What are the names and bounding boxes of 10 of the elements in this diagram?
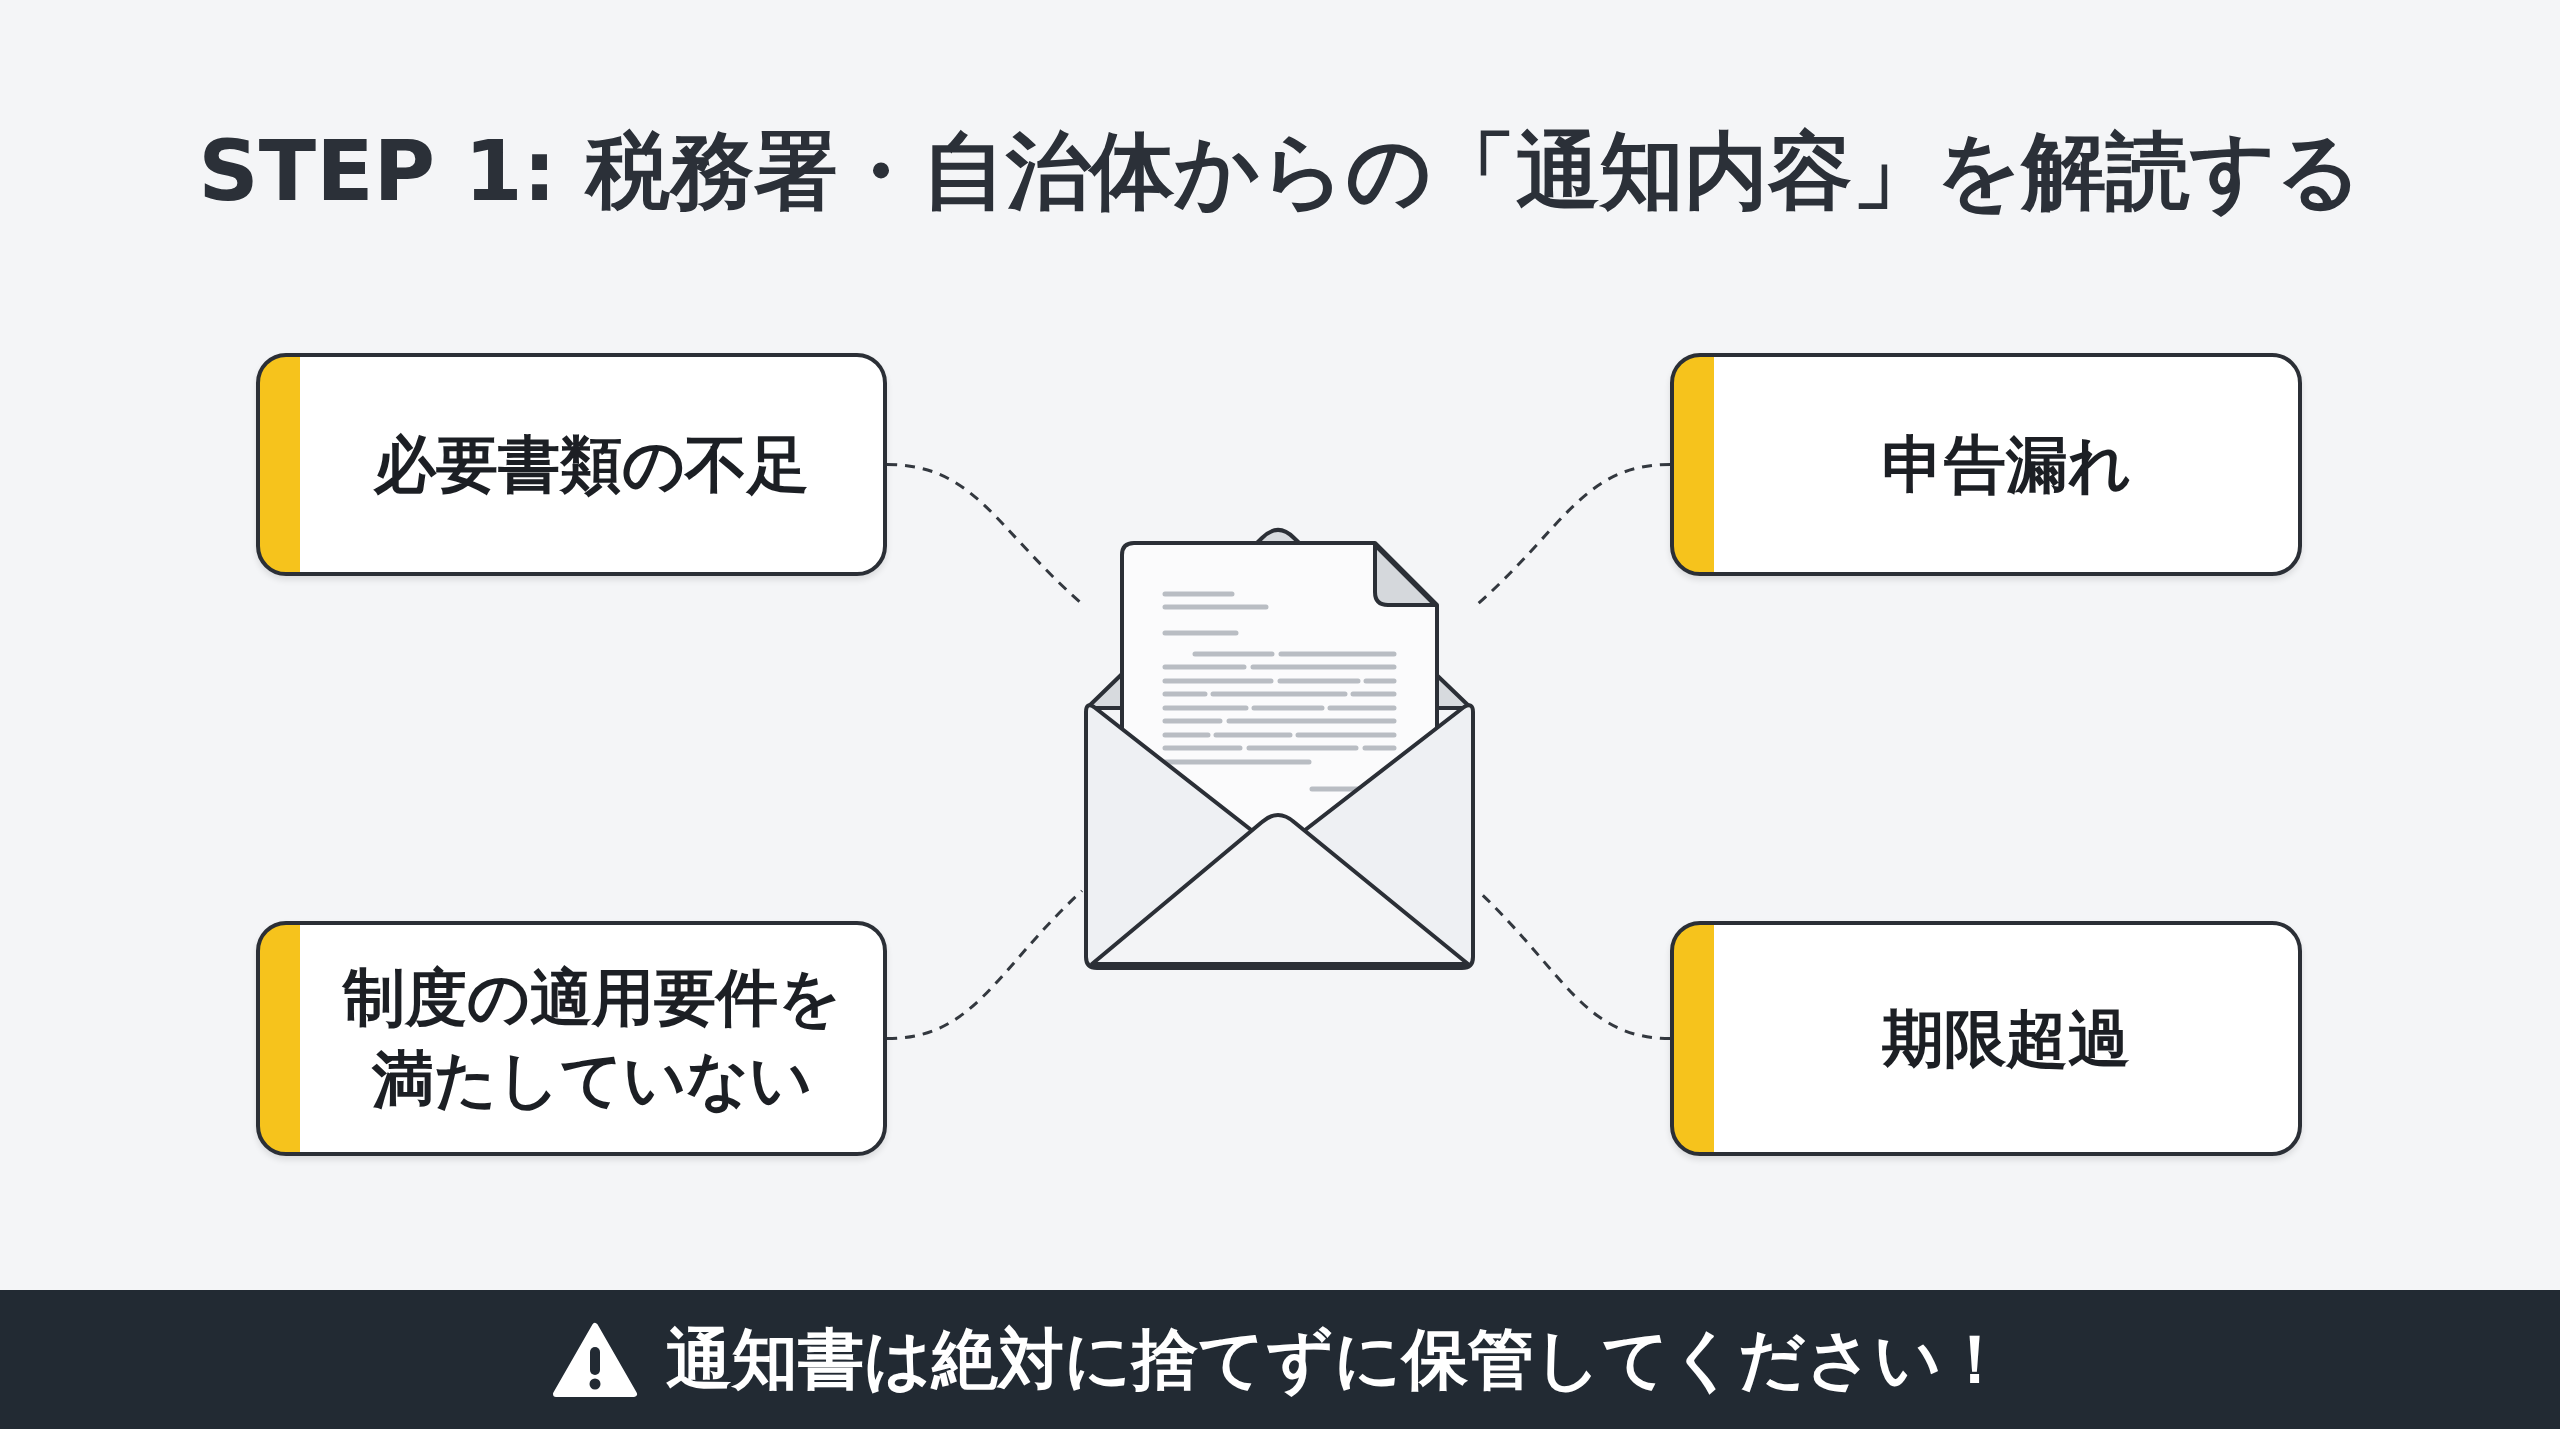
- slide-title: STEP 1: 税務署・自治体からの「通知内容」を解読する: [197, 121, 2363, 222]
- label-card: 申告漏れ: [1670, 353, 2302, 576]
- dashed-connector: [886, 889, 1084, 1040]
- dashed-connector: [886, 463, 1083, 605]
- warning-banner: [0, 1290, 2560, 1429]
- label-card: 必要書類の不足: [256, 353, 887, 576]
- label-card: 制度の適用要件を満たしていない: [256, 921, 887, 1156]
- dashed-connector: [1477, 463, 1671, 605]
- label-card: 期限超過: [1670, 921, 2302, 1156]
- warning-text: 通知書は絶対に捨てずに保管してください！: [666, 1319, 2008, 1400]
